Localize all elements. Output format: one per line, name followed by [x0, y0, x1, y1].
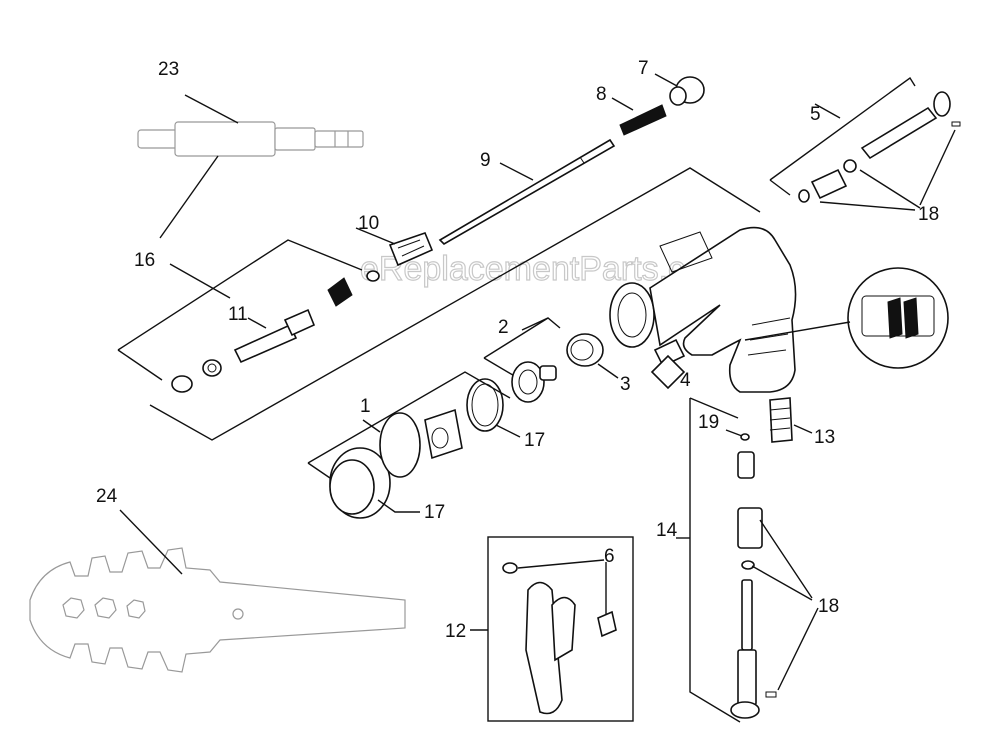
label-3: 3 — [620, 374, 631, 395]
label-8: 8 — [596, 84, 607, 105]
part-12-trigger — [502, 562, 617, 715]
label-4: 4 — [680, 370, 691, 391]
part-17-seal-upper — [466, 378, 504, 432]
gun-body — [609, 226, 797, 393]
part-4-fitting — [650, 338, 686, 390]
label-11: 11 — [228, 304, 248, 325]
label-6: 6 — [604, 546, 615, 567]
label-13: 13 — [814, 427, 835, 448]
label-10: 10 — [358, 213, 379, 234]
label-12: 12 — [445, 621, 466, 642]
label-19: 19 — [698, 412, 719, 433]
label-1: 1 — [360, 396, 371, 417]
part-7-knob — [669, 76, 705, 106]
part-1-air-cap — [329, 408, 463, 519]
label-2: 2 — [498, 317, 509, 338]
label-18-upper: 18 — [918, 204, 939, 225]
part-18-seals-upper — [798, 159, 857, 203]
label-17-upper: 17 — [524, 430, 545, 451]
part-24-wrench — [29, 547, 406, 673]
label-17-lower: 17 — [424, 502, 445, 523]
label-23: 23 — [158, 59, 179, 80]
part-16-pieces — [171, 359, 222, 393]
part-9-needle — [438, 138, 616, 245]
label-18-lower: 18 — [818, 596, 839, 617]
label-5: 5 — [810, 104, 821, 125]
part-12-box — [487, 536, 634, 722]
part-13-connector — [769, 397, 793, 443]
part-23-tool — [137, 121, 364, 157]
part-2-valve — [511, 361, 557, 403]
label-14: 14 — [656, 520, 678, 541]
detail-circle — [847, 267, 949, 369]
part-5-needle — [860, 91, 961, 160]
part-3-ring — [566, 333, 604, 367]
part-11-stem — [233, 308, 316, 364]
label-7: 7 — [638, 58, 649, 79]
label-24: 24 — [96, 486, 118, 507]
part-10-nut — [366, 231, 434, 282]
part-8-spring — [619, 104, 667, 136]
part-14-valve-stack — [730, 433, 777, 719]
label-16: 16 — [134, 250, 155, 271]
label-9: 9 — [480, 150, 491, 171]
